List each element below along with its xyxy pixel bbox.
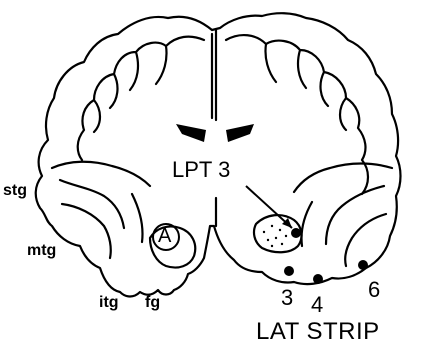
strip-contact-4 [313,274,323,284]
itg-label: itg [99,295,119,311]
stg-label: stg [3,183,27,199]
amygdala-label: A [158,226,171,246]
strip-contact-4-label: 4 [311,294,323,316]
right-lateral-ventricle [226,124,254,142]
left-lateral-ventricle [176,124,206,142]
lpt3-label: LPT 3 [172,159,230,181]
strip-contact-3-label: 3 [281,287,293,309]
lat-strip-label: LAT STRIP [256,320,380,344]
strip-contact-6-label: 6 [368,279,380,301]
strip-contact-3 [284,266,294,276]
right-temporal-lobe [301,186,386,266]
fg-label: fg [145,295,160,311]
depth-contact-lpt3 [291,228,301,238]
mtg-label: mtg [27,243,56,259]
strip-contact-6 [358,260,368,270]
left-cortex-folds [78,37,204,160]
stipple-dots [263,225,291,247]
left-temporal-lobe [60,180,143,258]
right-cortex-folds [226,35,368,194]
interhemispheric-fissure [212,30,216,120]
